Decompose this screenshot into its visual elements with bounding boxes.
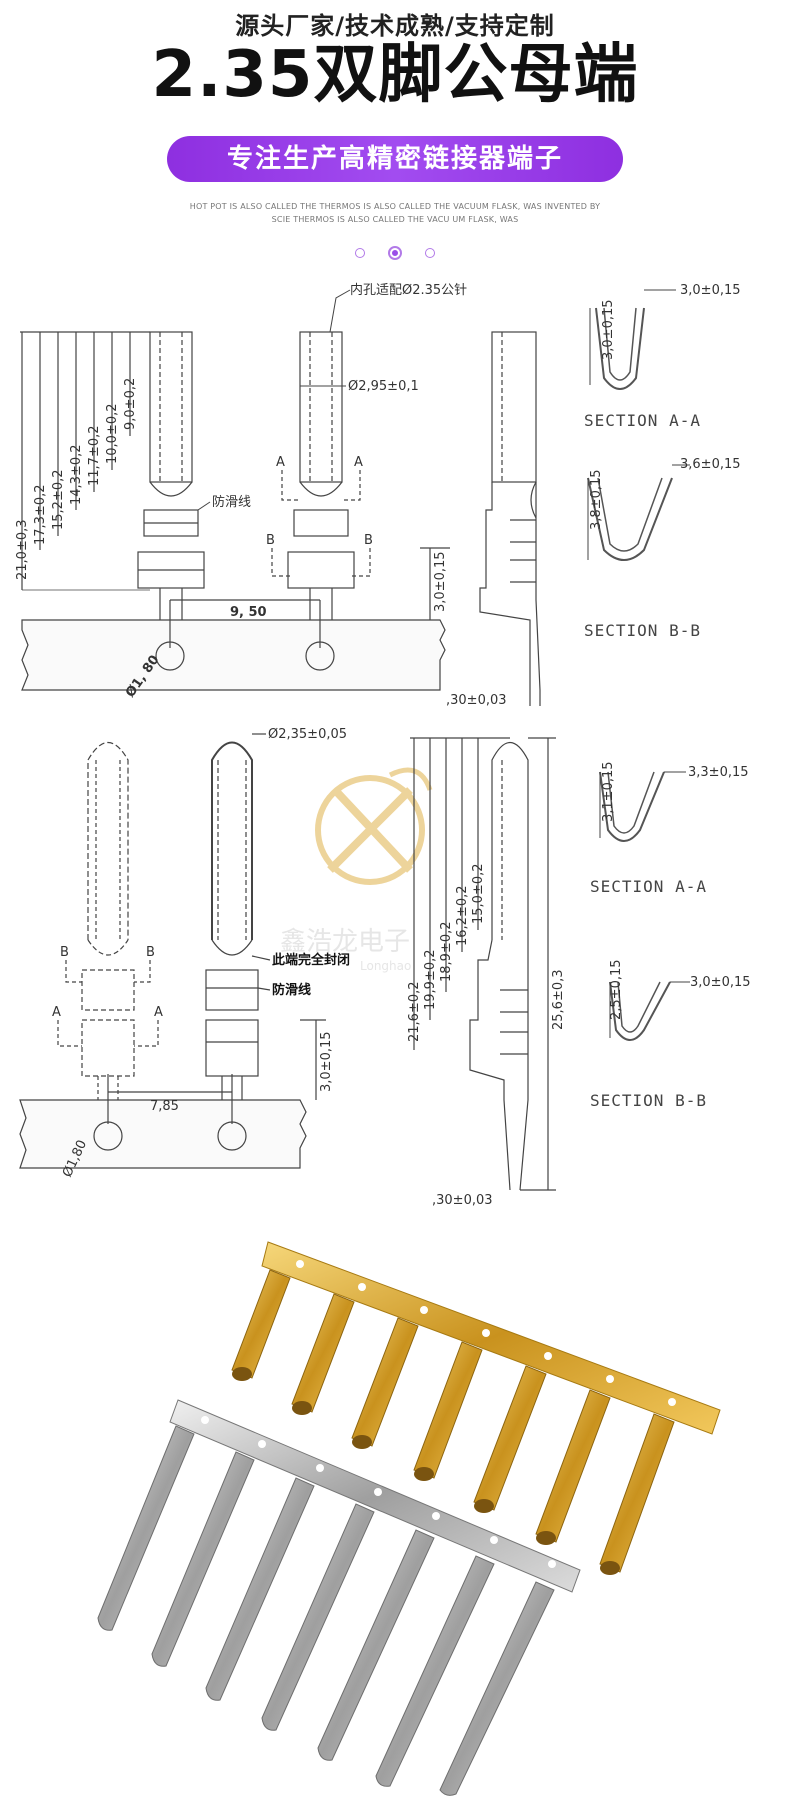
female-section-a-width: 3,0±0,15 — [680, 283, 741, 298]
page-title: 2.35双脚公母端 — [151, 38, 639, 112]
female-section-b-height: 3,8±0,15 — [589, 469, 604, 530]
female-label-a-right: A — [354, 455, 363, 470]
english-line-1: HOT POT IS ALSO CALLED THE THERMOS IS AL… — [189, 202, 601, 211]
male-pitch: 7,85 — [150, 1099, 179, 1114]
tagline: 源头厂家/技术成熟/支持定制 — [235, 12, 555, 40]
female-inner-diameter: Ø2,95±0,1 — [348, 379, 419, 394]
female-dim-6: 10,0±0,2 — [105, 403, 120, 464]
male-dim-4: 16,2±0,2 — [455, 885, 470, 946]
slogan-banner: 专注生产高精密链接器端子 — [167, 136, 623, 182]
female-top-note: 内孔适配Ø2.35公针 — [350, 282, 467, 298]
male-section-a-height: 3,1±0,15 — [601, 761, 616, 822]
female-terminal-drawing: 内孔适配Ø2.35公针 Ø2,95±0,1 21,0±0,3 17,3±0,2 … — [15, 282, 741, 708]
female-dim-5: 11,7±0,2 — [87, 425, 102, 486]
header: 源头厂家/技术成熟/支持定制 2.35双脚公母端 专注生产高精密链接器端子 HO… — [0, 0, 790, 260]
female-pitch: 9, 50 — [230, 605, 267, 620]
female-section-a-height: 3,0±0,15 — [601, 299, 616, 360]
male-pin-diameter: Ø2,35±0,05 — [268, 727, 347, 742]
female-label-b-right: B — [364, 533, 373, 548]
female-dim-2: 17,3±0,2 — [33, 484, 48, 545]
male-total-length: 25,6±0,3 — [551, 969, 566, 1030]
male-label-b-left: B — [60, 945, 69, 960]
english-line-2: SCIE THERMOS IS ALSO CALLED THE VACU UM … — [271, 215, 519, 224]
female-label-b-left: B — [266, 533, 275, 548]
female-dim-1: 21,0±0,3 — [15, 519, 30, 580]
silver-terminal-strip — [97, 1399, 581, 1796]
female-dim-7: 9,0±0,2 — [123, 378, 138, 430]
male-label-a-left: A — [52, 1005, 61, 1020]
female-section-b-title: SECTION B-B — [584, 621, 701, 640]
female-thickness: ,30±0,03 — [446, 693, 507, 708]
pagination-dot-1[interactable] — [354, 247, 365, 258]
watermark-en: Longhao — [360, 959, 411, 973]
male-dim-1: 21,6±0,2 — [407, 981, 422, 1042]
male-anti-slip-label: 防滑线 — [272, 982, 311, 998]
pagination-dots — [0, 242, 790, 261]
male-section-b-height: 2,5±0,15 — [609, 959, 624, 1020]
male-label-b-right: B — [146, 945, 155, 960]
female-section-a-title: SECTION A-A — [584, 411, 701, 430]
product-photo — [97, 1241, 721, 1796]
male-thickness: ,30±0,03 — [432, 1193, 493, 1208]
male-section-b-width: 3,0±0,15 — [690, 975, 751, 990]
female-carrier-height: 3,0±0,15 — [433, 551, 448, 612]
male-dim-5: 15,0±0,2 — [471, 863, 486, 924]
female-section-b-width: 3,6±0,15 — [680, 457, 741, 472]
female-dim-4: 14,3±0,2 — [69, 444, 84, 505]
pagination-dot-2[interactable] — [388, 245, 402, 260]
slogan-text: 专注生产高精密链接器端子 — [226, 144, 563, 174]
male-label-a-right: A — [154, 1005, 163, 1020]
male-terminal-drawing: 鑫浩龙电子 Longhao — [19, 727, 751, 1208]
female-label-a-left: A — [276, 455, 285, 470]
male-carrier-height: 3,0±0,15 — [319, 1031, 334, 1092]
female-dim-3: 15,2±0,2 — [51, 469, 66, 530]
gold-terminal-strip — [231, 1241, 721, 1575]
watermark-text: 鑫浩龙电子 — [280, 927, 410, 957]
male-closed-note: 此端完全封闭 — [272, 952, 350, 968]
male-section-a-width: 3,3±0,15 — [688, 765, 749, 780]
male-dim-2: 19,9±0,2 — [423, 949, 438, 1010]
pagination-dot-3[interactable] — [425, 247, 436, 258]
male-dim-3: 18,9±0,2 — [439, 921, 454, 982]
watermark-logo — [315, 767, 433, 885]
male-section-a-title: SECTION A-A — [590, 877, 707, 896]
female-anti-slip-label: 防滑线 — [212, 494, 251, 510]
male-section-b-title: SECTION B-B — [590, 1091, 707, 1110]
